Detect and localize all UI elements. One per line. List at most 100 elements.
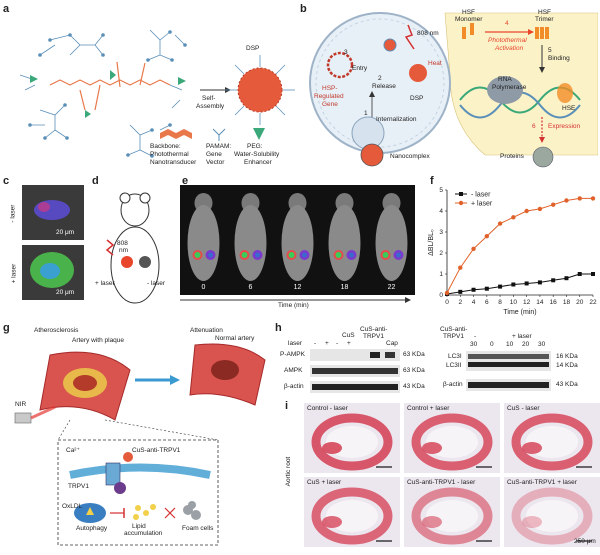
y-tick-label: 0 [439,292,443,299]
step-5: 5 [548,47,552,54]
blot-row-lc3 [466,351,551,371]
c-scale-1: 20 μm [56,229,75,236]
dsp-label-b: DSP [410,95,424,102]
legend-backbone-desc2: Nanotransducer [150,159,197,166]
x-tick-label: 18 [563,299,571,306]
data-point [497,221,503,226]
y-tick-label: 2 [439,250,443,257]
panel-b: HSF Monomer HSF Trimer 4 Photothermal Ac… [300,5,599,173]
h-r-lc3i: LC3I [448,353,462,360]
x-tick-label: 16 [550,299,558,306]
data-point [577,196,582,201]
step-6: 6 [532,123,536,130]
panel-h: laser - + - + CuS CuS-anti- TRPV1 Cap P-… [280,325,600,400]
h-row-ampk: AMPK [284,367,303,374]
histology-caption: Control - laser [307,405,348,412]
panel-label-c: c [3,175,10,187]
h-lane-2: + [325,340,329,347]
fluorescence-image-plus [22,245,84,300]
data-point [458,265,463,270]
legend-label: + laser [471,201,493,208]
panel-label-i: i [285,400,289,412]
x-tick-label: 22 [589,299,597,306]
step-3: 3 [344,49,348,56]
legend-label: - laser [471,192,491,199]
y-axis-label: ΔBL/BL₀ [428,229,435,256]
nanocomplex [360,143,384,167]
legend-pamam-name: PAMAM: [206,143,232,150]
mouse-frame: 12 [281,193,314,291]
c-plus-label: + laser [10,263,18,284]
legend-peg-desc1: Water-Solubility [234,151,280,158]
data-point [524,281,529,286]
x-axis-label: Time (min) [503,309,536,316]
internalization-label: Internalization [376,116,417,123]
h-lane-1: - [314,340,317,347]
h-laser: laser [288,340,303,347]
photothermal-1: Photothermal [488,37,527,44]
fluorescence-image-minus [22,185,84,240]
series-line [446,273,593,295]
hsp-1: HSP- [322,85,338,92]
g-atherosclerosis: Atherosclerosis [34,327,79,334]
rna-2: Polymerase [492,84,527,91]
h-r-t2: 0 [490,341,494,348]
proteins-label: Proteins [500,153,524,160]
c-minus-label: - laser [9,204,17,223]
blot-row-pampk [310,349,400,361]
data-point [511,215,516,220]
h-size-3: 43 KDa [403,383,425,390]
histology-scale-label: 250 μm [574,538,596,545]
h-r-t4: 20 [522,341,530,348]
panel-d: 808 nm + laser - laser [95,180,180,310]
mouse-illustration [105,192,160,304]
histology-image: Control + laser [404,403,500,473]
panel-c: - laser + laser 20 μm 20 μm [9,180,90,310]
mouse-frame: 6 [234,193,267,291]
g-ca: Ca²⁺ [66,447,80,454]
rna-polymerase [487,76,523,104]
h-r-actin: β-actin [443,381,463,388]
mouse-frame: 18 [328,193,361,291]
histology-caption: CuS - laser [507,405,540,412]
data-point [484,286,489,291]
data-point [577,272,582,276]
x-tick-label: 14 [536,299,544,306]
hsf-proteins [462,23,549,39]
blot-row-r-actin [466,379,551,391]
self-assembly-label-2: Assembly [196,103,225,110]
g-attenuation: Attenuation [190,327,223,334]
pamam-dendrimers [19,29,186,157]
panel-a: DSP Self- Assembly Backbone: Phototherma… [10,15,295,175]
data-point [590,196,596,201]
y-tick-label: 5 [439,187,443,194]
data-point [591,272,595,276]
time-label: 12 [294,284,302,291]
step-1: 1 [364,110,368,117]
time-label: 18 [341,284,349,291]
time-label: 0 [202,284,206,291]
e-xlabel: Time (min) [278,302,309,309]
h-cus-anti-1: CuS-anti- [360,326,388,333]
g-lipid-2: accumulation [124,530,163,537]
blot-row-ampk [310,365,400,377]
data-point [484,234,490,239]
panel-g: Atherosclerosis Artery with plaque Atten… [10,325,275,550]
x-tick-label: 6 [485,299,489,306]
h-r-t5: 30 [538,341,546,348]
rna-1: RNA [498,76,512,83]
nm808-label: 808 nm [417,30,439,37]
entry-label: Entry [352,65,368,72]
y-tick-label: 1 [439,271,443,278]
data-point [550,202,556,207]
hsp-2: Regulated [314,93,344,100]
d-808: 808 [117,240,128,247]
data-point [444,290,450,296]
panel-label-e: e [182,175,189,187]
h-r-size-3: 43 KDa [556,381,578,388]
h-size-2: 63 KDa [403,367,425,374]
hsp-3: Gene [322,101,338,108]
